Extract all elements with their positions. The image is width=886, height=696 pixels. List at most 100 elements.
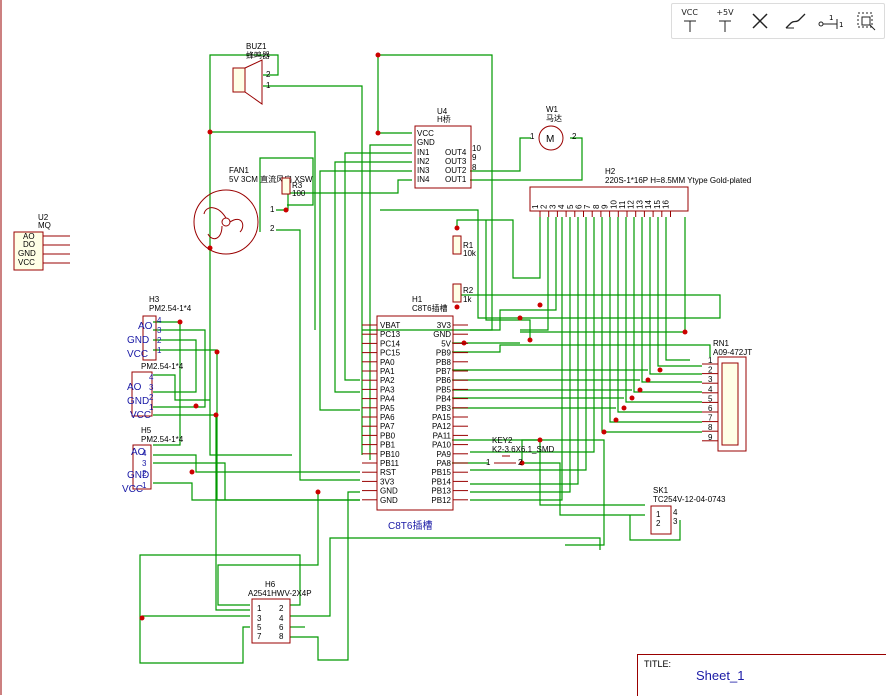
h2-pin-number: 10 [609,200,618,209]
svg-text:3: 3 [673,517,678,526]
net-probe-tool-button[interactable] [781,6,811,36]
svg-text:C8T6插槽: C8T6插槽 [412,303,448,313]
header-h2[interactable]: H2 220S-1*16P H=8.5MM Ytype Gold-plated … [529,167,751,217]
h1-left-pin-label: PA0 [380,358,395,367]
svg-text:1: 1 [486,458,491,467]
h1-right-pin-label: PB12 [431,496,451,505]
h1-left-pin-label: PA3 [380,385,395,394]
svg-text:VCC: VCC [417,129,434,138]
header-h3[interactable]: H3 PM2.54-1*4 AO GND VCC 4 3 2 1 [127,295,192,361]
h1-right-pin-label: PB14 [431,477,451,486]
buzzer-buz1[interactable]: BUZ1 蜂鸣器 2 1 [232,42,271,105]
svg-text:OUT2: OUT2 [445,166,467,175]
svg-text:W1: W1 [546,105,559,114]
h1-left-pin-label: PC15 [380,349,401,358]
header-h5[interactable]: H5 PM2.54-1*4 AO GND VCC 4 3 2 1 [122,426,184,495]
sensor-u2[interactable]: U2 MQ AO DO GND VCC [13,213,70,271]
switch-sk1[interactable]: SK1 TC254V-12-04-0743 1 4 2 3 [650,486,726,535]
select-area-tool-button[interactable] [851,6,881,36]
svg-text:8: 8 [279,632,284,641]
h1-left-pin-label: VBAT [380,321,400,330]
svg-text:TC254V-12-04-0743: TC254V-12-04-0743 [653,495,726,504]
svg-text:IN4: IN4 [417,175,430,184]
fan-fan1[interactable]: FAN1 5V 3CM 直流风扇 XSW 1 2 [193,166,313,255]
h1-right-pin-label: PB4 [436,395,452,404]
svg-text:4: 4 [142,449,147,458]
svg-text:MQ: MQ [38,221,51,230]
svg-text:PM2.54-1*4: PM2.54-1*4 [141,435,184,444]
svg-text:1: 1 [839,21,843,29]
h1-right-pin-label: PB15 [431,468,451,477]
svg-text:K2-3.6X6.1_SMD: K2-3.6X6.1_SMD [492,445,554,454]
select-area-icon [857,12,876,31]
svg-text:OUT1: OUT1 [445,175,467,184]
resistor-r1[interactable]: R1 10k [452,235,477,258]
svg-text:IN2: IN2 [417,157,430,166]
svg-text:2: 2 [266,70,271,79]
svg-text:4: 4 [157,316,162,325]
svg-text:10k: 10k [463,249,477,258]
svg-text:GND: GND [127,335,149,346]
svg-text:1: 1 [149,403,154,412]
header-h4[interactable]: PM2.54-1*4 AO GND VCC 4 3 2 1 [127,362,184,421]
svg-text:2: 2 [270,224,275,233]
header-h6[interactable]: H6 A2541HWV-2X4P 1 2 3 4 5 6 7 8 [248,580,312,644]
h1-right-pin-label: 3V3 [437,321,452,330]
title-label: TITLE: [644,659,672,669]
svg-text:6: 6 [279,623,284,632]
vcc-tool-button[interactable]: VCC [675,6,705,36]
svg-text:2: 2 [279,604,284,613]
h1-right-pin-label: GND [433,330,451,339]
svg-text:1: 1 [829,14,833,22]
resistor-r2[interactable]: R2 1k [452,283,474,304]
mcu-socket-h1[interactable]: H1 C8T6插槽 VBATPC13PC14PC15PA0PA1PA2PA3PA… [362,295,468,532]
h1-right-pin-label: PB7 [436,367,452,376]
rn1-pin-number: 9 [708,433,713,442]
svg-text:10: 10 [472,144,481,153]
motor-w1[interactable]: W1 马达 M 1 2 [530,105,577,151]
svg-text:2: 2 [572,132,577,141]
h2-pin-number: 5 [566,204,575,209]
svg-text:H3: H3 [149,295,160,304]
h1-left-pin-label: RST [380,468,396,477]
svg-text:4: 4 [673,508,678,517]
svg-text:KEY2: KEY2 [492,436,513,445]
svg-text:9: 9 [472,153,477,162]
h-bridge-u4[interactable]: U4 H桥 VCC GND IN1 IN2 IN3 IN4 OUT4 OUT3 … [414,107,481,189]
svg-text:2: 2 [149,393,154,402]
h1-left-pin-label: PB10 [380,450,400,459]
svg-text:1: 1 [257,604,262,613]
h1-left-pin-label: PA2 [380,376,395,385]
svg-text:5V 3CM 直流风扇 XSW: 5V 3CM 直流风扇 XSW [229,174,313,184]
svg-text:A09-472JT: A09-472JT [713,348,752,357]
h2-pin-number: 4 [557,204,566,209]
h1-right-pin-label: PA10 [432,441,452,450]
no-connect-tool-button[interactable] [745,6,775,36]
h2-pin-number: 15 [653,200,662,209]
resistor-r3[interactable]: R3 100 [281,177,306,198]
svg-text:3: 3 [257,614,262,623]
pin-icon: 11 [818,14,843,29]
svg-text:IN3: IN3 [417,166,430,175]
h1-right-pin-label: PA9 [436,450,451,459]
svg-text:C8T6插槽: C8T6插槽 [388,519,432,532]
wires [139,54,721,664]
svg-text:AO: AO [131,447,146,458]
svg-text:GND: GND [18,249,36,258]
h1-right-pin-label: PB5 [436,385,452,394]
rn1-pin-number: 3 [708,375,713,384]
svg-text:VCC: VCC [130,410,151,421]
svg-text:100: 100 [292,189,306,198]
h1-right-pin-label: PB13 [431,487,451,496]
power-5v-tool-button[interactable]: +5V [710,6,740,36]
button-key2[interactable]: KEY2 K2-3.6X6.1_SMD 1 2 [486,436,554,467]
title-block: TITLE: Sheet_1 [637,654,886,696]
rn1-pin-number: 8 [708,423,713,432]
h1-right-pin-label: PB8 [436,358,452,367]
svg-text:AO: AO [23,232,35,241]
h1-left-pin-label: PB11 [380,459,400,468]
svg-text:1: 1 [656,510,661,519]
